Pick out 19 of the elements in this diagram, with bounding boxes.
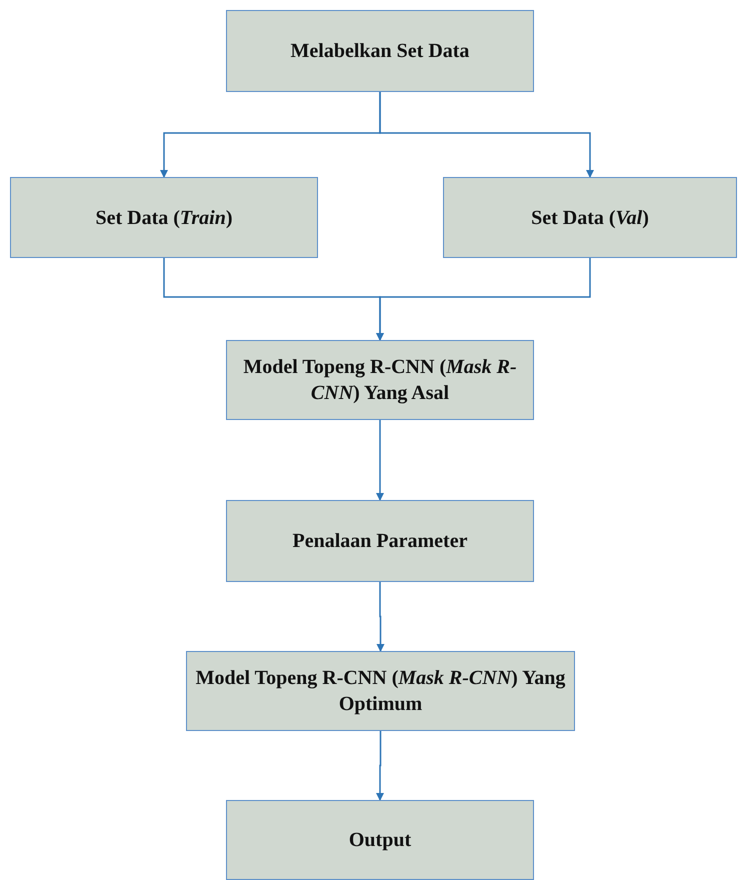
arrow xyxy=(376,258,591,341)
box-label: Model Topeng R-CNN (Mask R-CNN) Yang Optimum xyxy=(196,666,566,717)
arrow xyxy=(376,731,384,801)
box-label: Set Data (Val) xyxy=(531,206,649,230)
process-box xyxy=(10,177,318,258)
process-box xyxy=(226,10,534,92)
arrow xyxy=(376,582,384,652)
process-box xyxy=(443,177,737,258)
arrow xyxy=(379,92,594,178)
box-label: Output xyxy=(348,828,412,853)
box-label: Penalaan Parameter xyxy=(292,529,468,554)
arrow xyxy=(376,420,384,501)
box-label: Model Topeng R-CNN (Mask R-CNN) Yang Asal xyxy=(242,355,518,406)
process-box xyxy=(226,800,534,880)
box-label: Melabelkan Set Data xyxy=(290,39,470,64)
process-box xyxy=(186,651,575,731)
box-label: Set Data (Train) xyxy=(95,206,233,230)
process-box xyxy=(226,340,534,420)
process-box xyxy=(226,500,534,582)
